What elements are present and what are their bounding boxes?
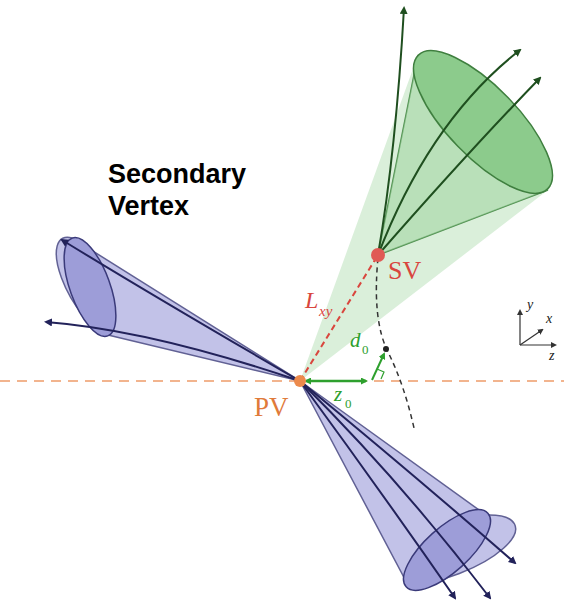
impact-parameter	[372, 354, 384, 380]
cone-mouth	[393, 31, 564, 213]
jet-cone-blue	[300, 381, 516, 585]
axis-arrow	[519, 311, 520, 345]
title-text: Secondary Vertex	[108, 158, 258, 223]
symbol-letter: z	[334, 384, 342, 405]
subscript: 0	[362, 343, 369, 356]
axis-arrow	[520, 330, 542, 345]
axis-label: y	[527, 298, 533, 312]
primary-vertex	[294, 375, 306, 387]
secondary-vertex	[371, 248, 385, 262]
symbol-letter: d	[350, 330, 361, 351]
axis-arrow	[520, 344, 555, 345]
symbol-letter: L	[305, 288, 318, 312]
decay-length	[300, 255, 378, 381]
subscript: 0	[345, 397, 352, 410]
axis-label: z	[549, 349, 554, 363]
vertex-label: SV	[388, 258, 421, 284]
z0-arrow	[306, 380, 366, 383]
axis-label: x	[546, 312, 552, 326]
beam-axis	[0, 380, 564, 382]
subscript: xy	[319, 304, 332, 319]
vertex-label: PV	[254, 394, 289, 421]
